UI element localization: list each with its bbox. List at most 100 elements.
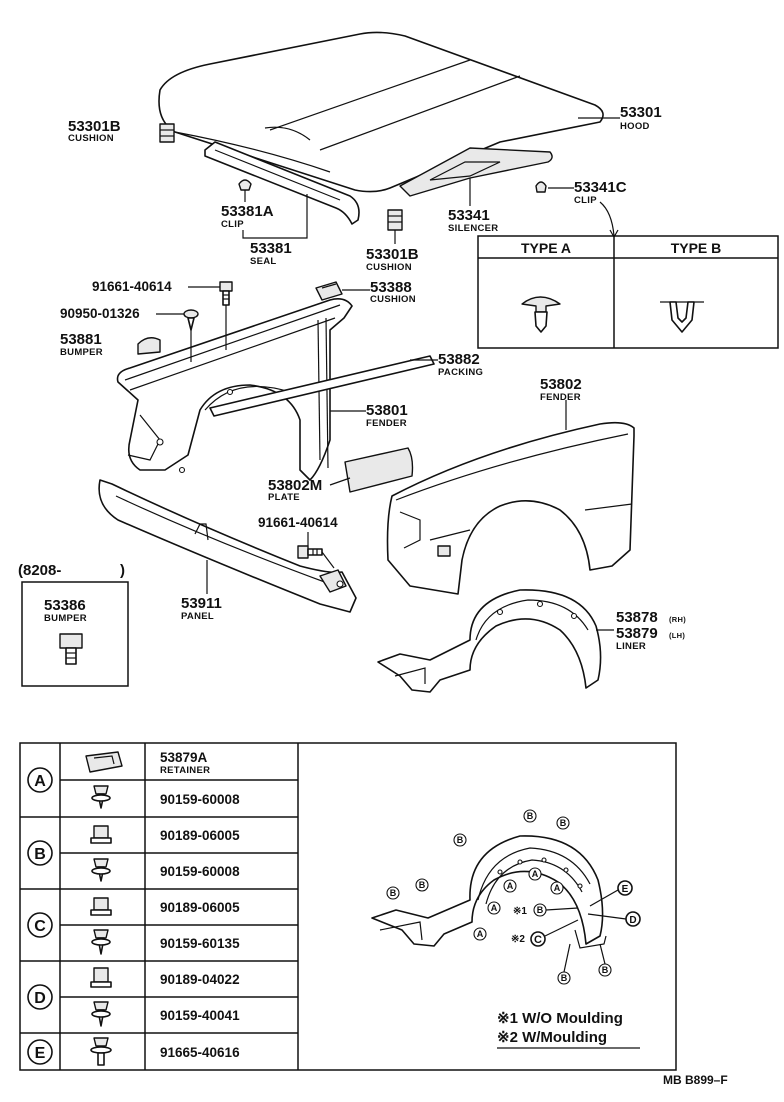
type-a-clip-icon (521, 296, 561, 333)
callout-fender-right: 53802 FENDER (540, 376, 582, 430)
fender-right-number: 53802 (540, 376, 582, 393)
liner-rh-number: 53878 (616, 609, 658, 626)
packing-part (209, 355, 435, 417)
diagram-code: MB B899–F (663, 1073, 728, 1087)
silencer-number: 53341 (448, 207, 490, 224)
star1-mark: ※1 (513, 906, 527, 917)
part-number: 90159-60135 (160, 936, 240, 951)
liner-detail-drawing (371, 835, 607, 949)
cushion-mid-label: CUSHION (366, 262, 412, 273)
part-number: 90189-04022 (160, 972, 240, 987)
bolt-icon (219, 281, 233, 306)
callout-fender-left: 53801 FENDER (330, 402, 408, 429)
clip-hood-number: 53381A (221, 203, 274, 220)
silencer-label: SILENCER (448, 223, 498, 234)
svg-text:B: B (561, 973, 568, 983)
rubber-bumper-icon (59, 633, 83, 665)
note-without-moulding: ※1 W/O Moulding (497, 1010, 623, 1027)
cushion-icon (159, 123, 175, 143)
fender-right-label: FENDER (540, 392, 581, 403)
plate-label: PLATE (268, 492, 300, 503)
svg-text:B: B (390, 888, 397, 898)
svg-text:E: E (622, 884, 629, 895)
svg-text:D: D (34, 990, 46, 1007)
bolt-1-number: 91661-40614 (92, 279, 172, 294)
svg-text:C: C (534, 934, 542, 946)
screw-icon (91, 1001, 111, 1027)
rubber-bumper-icon (137, 337, 161, 355)
group-c-letter: C (27, 912, 53, 938)
cushion-top-number: 53301B (68, 118, 121, 135)
callout-liner: 53878 (RH) 53879 (LH) LINER (596, 609, 686, 652)
part-number: 90189-06005 (160, 828, 240, 843)
group-b-letter: B (27, 840, 53, 866)
panel-label: PANEL (181, 611, 214, 622)
callout-bolt-1: 91661-40614 (92, 279, 233, 350)
liner-detail-callouts: ※1 B ※2 C E D (511, 880, 641, 973)
group-e-letter: E (27, 1039, 53, 1065)
liner-lh-label: LINER (616, 641, 646, 652)
bolt-2-number: 91661-40614 (258, 515, 338, 530)
callout-clip-right: 53341C CLIP (535, 179, 627, 239)
screw-icon (91, 858, 111, 882)
seal-number: 53381 (250, 240, 292, 257)
bumper-53881-label: BUMPER (60, 347, 103, 358)
bumper-53386-date-close: ) (120, 562, 125, 579)
star2-mark: ※2 (511, 934, 525, 945)
liner-part (377, 589, 602, 693)
callout-cushion-mid: 53301B CUSHION (366, 209, 419, 273)
svg-text:D: D (629, 915, 636, 926)
svg-text:B: B (537, 905, 544, 915)
callout-cushion-53388: 53388 CUSHION (315, 279, 416, 305)
callout-bumper-53386: (8208- ) 53386 BUMPER (18, 562, 129, 687)
cushion-icon (315, 281, 343, 301)
part-number: 90159-60008 (160, 864, 240, 879)
seal-label: SEAL (250, 256, 277, 267)
screw-icon (91, 929, 111, 955)
fastener-table (19, 742, 677, 1071)
screw-1-number: 90950-01326 (60, 306, 140, 321)
svg-text:B: B (457, 835, 464, 845)
fender-left-number: 53801 (366, 402, 408, 419)
clip-right-label: CLIP (574, 195, 597, 206)
liner-lh-number: 53879 (616, 625, 658, 642)
cushion-icon (387, 209, 403, 231)
nut-icon (90, 825, 112, 844)
retainer-icon (85, 751, 123, 773)
svg-text:A: A (477, 929, 484, 939)
bumper-53386-label: BUMPER (44, 613, 87, 624)
svg-text:E: E (35, 1045, 46, 1062)
svg-text:B: B (527, 811, 534, 821)
liner-rh-suffix: (RH) (669, 615, 686, 624)
plate-part (344, 447, 414, 493)
type-a-header: TYPE A (521, 240, 571, 256)
nut-icon (90, 967, 112, 988)
svg-text:A: A (491, 903, 498, 913)
bumper-53386-date: (8208- (18, 562, 61, 579)
bolt-icon (297, 545, 323, 559)
fender-left-label: FENDER (366, 418, 407, 429)
part-number: 90159-40041 (160, 1008, 240, 1023)
cushion-53388-label: CUSHION (370, 294, 416, 305)
right-fender-part (386, 421, 635, 595)
callout-packing: 53882 PACKING (410, 351, 483, 378)
left-fender-part (116, 298, 353, 481)
callout-cushion-top: 53301B CUSHION (68, 118, 175, 144)
bumper-53881-number: 53881 (60, 331, 102, 348)
callout-panel: 53911 PANEL (181, 560, 222, 622)
screw-icon (91, 785, 111, 809)
callout-plate: 53802M PLATE (268, 477, 351, 503)
callout-screw-1: 90950-01326 (60, 306, 199, 362)
svg-text:A: A (554, 883, 561, 893)
part-number: 90189-06005 (160, 900, 240, 915)
part-number: 90159-60008 (160, 792, 240, 807)
svg-text:C: C (34, 918, 46, 935)
svg-text:B: B (560, 818, 567, 828)
cushion-53388-number: 53388 (370, 279, 412, 296)
clip-icon (238, 179, 252, 202)
svg-text:B: B (34, 846, 46, 863)
nut-icon (90, 897, 112, 916)
part-label: RETAINER (160, 765, 210, 776)
svg-text:A: A (507, 881, 514, 891)
